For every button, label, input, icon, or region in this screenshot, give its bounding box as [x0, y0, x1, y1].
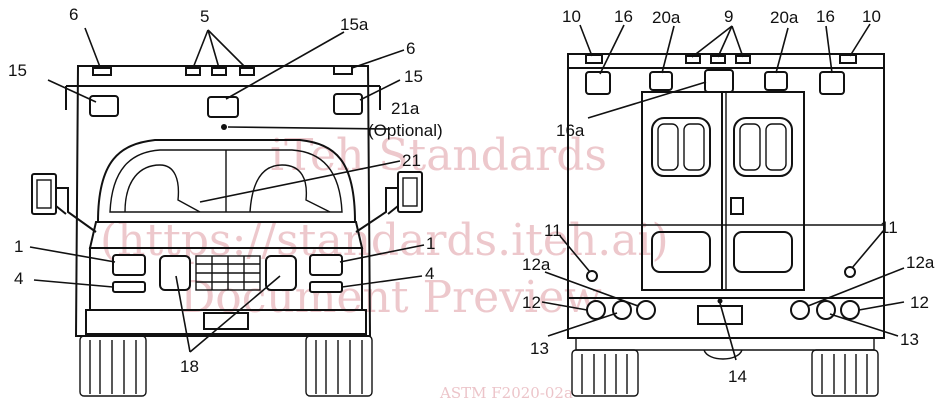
- label-11-right: 11: [880, 218, 898, 237]
- label-15-right: 15: [404, 67, 423, 86]
- mirror-right: [397, 171, 423, 213]
- rear-leader-lines: [541, 23, 905, 361]
- rear-step: [703, 349, 743, 360]
- rear-tire-left: [571, 349, 639, 397]
- label-14: 14: [728, 367, 747, 386]
- front-tire-right: [305, 335, 373, 397]
- seat-left: [124, 164, 201, 213]
- label-12-right: 12: [910, 293, 929, 312]
- rear-id-light-3: [735, 55, 751, 64]
- label-12a-right: 12a: [906, 253, 935, 272]
- watermark-footer: ASTM F2020-02a: [439, 384, 573, 401]
- door-window-right: [733, 117, 793, 177]
- label-12-left: 12: [522, 293, 541, 312]
- watermark-line2: (https://standards.iteh.ai): [100, 215, 669, 266]
- cab-outline: [97, 139, 356, 223]
- rear-flood-right: [764, 71, 788, 91]
- rear-lamp-right-1: [790, 300, 810, 320]
- door-handle: [730, 197, 744, 215]
- label-12a-left: 12a: [522, 255, 551, 274]
- windshield: [109, 149, 343, 213]
- rear-clearance-left: [585, 54, 603, 64]
- front-id-light-1: [185, 67, 201, 76]
- label-16-right: 16: [816, 7, 835, 26]
- headlamp-left: [112, 254, 146, 276]
- door-lower-panel-left: [651, 231, 711, 273]
- rear-reflector-right: [844, 266, 856, 278]
- rear-clearance-right: [839, 54, 857, 64]
- rear-id-light-2: [710, 55, 726, 64]
- rear-lamp-right-2: [816, 300, 836, 320]
- label-13-right: 13: [900, 330, 919, 349]
- parking-lamp-right: [309, 281, 343, 293]
- label-4-left: 4: [14, 269, 23, 288]
- label-13-left: 13: [530, 339, 549, 358]
- label-15-left: 15: [8, 61, 27, 80]
- mirror-left: [31, 173, 57, 215]
- front-marker-left: [92, 67, 112, 76]
- label-20a-left: 20a: [652, 8, 681, 27]
- label-6-right: 6: [406, 39, 415, 58]
- front-tire-left: [79, 335, 147, 397]
- front-warning-center: [207, 96, 239, 118]
- label-optional: (Optional): [368, 121, 443, 140]
- rear-lamp-left-3: [636, 300, 656, 320]
- rear-plate-lamp: [717, 298, 723, 304]
- grille-bars: [195, 255, 261, 291]
- rear-lamp-right-3: [840, 300, 860, 320]
- front-id-light-2: [211, 67, 227, 76]
- front-leader-lines: [29, 27, 425, 353]
- label-18: 18: [180, 357, 199, 376]
- label-10-left: 10: [562, 7, 581, 26]
- rear-lamp-left-2: [612, 300, 632, 320]
- label-21: 21: [402, 151, 421, 170]
- front-warning-left: [89, 95, 119, 117]
- rear-plate: [697, 305, 743, 325]
- label-6-left: 6: [69, 5, 78, 24]
- label-11-left: 11: [544, 221, 562, 240]
- front-warning-right: [333, 93, 363, 115]
- rear-lamp-left-1: [586, 300, 606, 320]
- label-5: 5: [200, 7, 209, 26]
- front-id-light-3: [239, 67, 255, 76]
- front-bumper: [85, 309, 367, 335]
- rear-view: 10 16 20a 9 20a 16 10 16a 11 11 12a 12a …: [522, 7, 935, 397]
- rear-warning-center: [704, 69, 734, 93]
- label-20a-right: 20a: [770, 8, 799, 27]
- front-view: 6 5 15a 6 15 15 21a (Optional) 21 1 1 4 …: [8, 5, 443, 397]
- door-lower-panel-right: [733, 231, 793, 273]
- label-1-left: 1: [14, 237, 23, 256]
- rear-tire-right: [811, 349, 879, 397]
- parking-lamp-left: [112, 281, 146, 293]
- label-16a: 16a: [556, 121, 585, 140]
- rear-flood-left: [649, 71, 673, 91]
- watermark: iTeh Standards (https://standards.iteh.a…: [100, 130, 669, 401]
- door-window-left: [651, 117, 711, 177]
- label-16-left: 16: [614, 7, 633, 26]
- headlamp-right: [309, 254, 343, 276]
- label-15a: 15a: [340, 15, 369, 34]
- watermark-line1: iTeh Standards: [270, 130, 607, 181]
- rear-warning-left: [585, 71, 611, 95]
- rear-warning-right: [819, 71, 845, 95]
- front-optional-light: [221, 124, 227, 130]
- rear-body-outline: [567, 53, 885, 339]
- label-1-right: 1: [426, 234, 435, 253]
- seat-right: [249, 164, 331, 213]
- rear-reflector-left: [586, 270, 598, 282]
- label-4-right: 4: [425, 264, 434, 283]
- front-marker-right: [333, 65, 353, 75]
- label-21a: 21a: [391, 99, 420, 118]
- grille-warning-left: [159, 255, 191, 291]
- front-plate: [203, 312, 249, 330]
- label-10-right: 10: [862, 7, 881, 26]
- label-9: 9: [724, 7, 733, 26]
